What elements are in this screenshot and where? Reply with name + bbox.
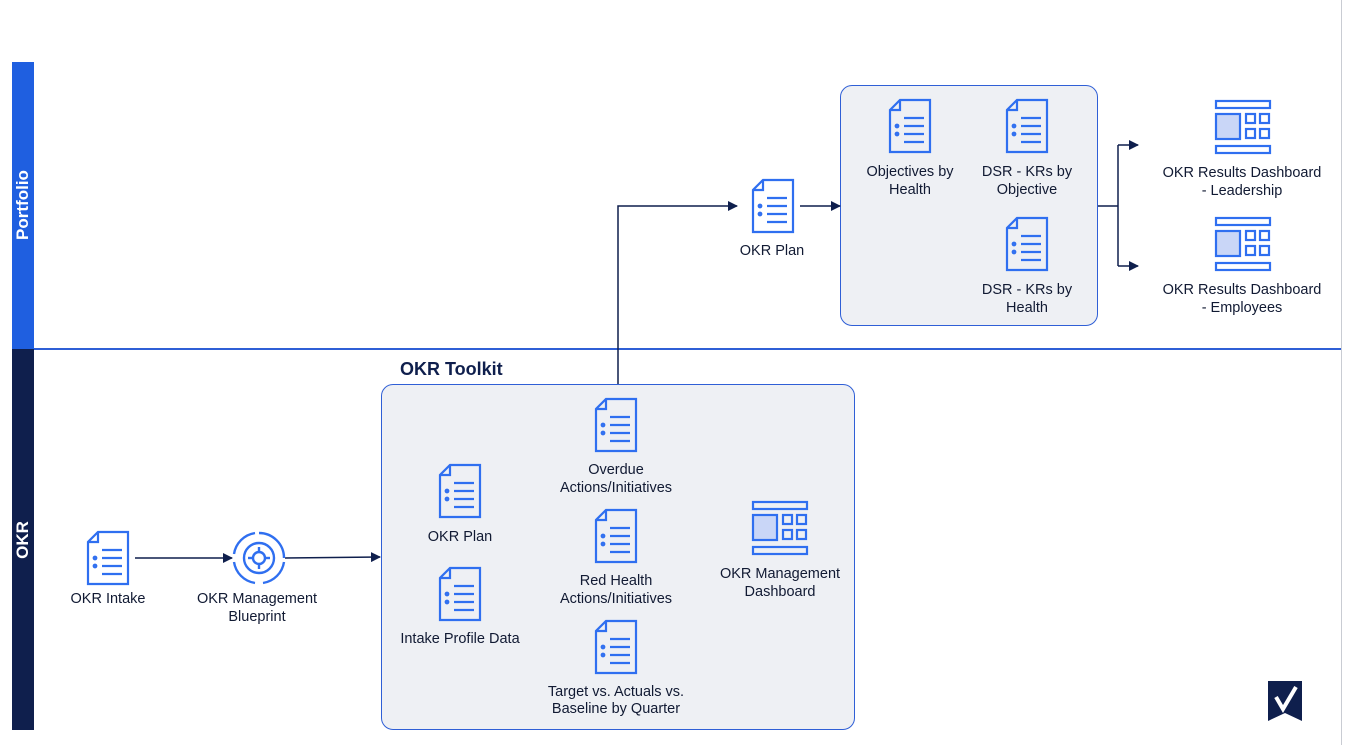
portfolio-lane-bar [12, 62, 34, 349]
sheet-icon[interactable] [886, 98, 934, 154]
dsr-health-label-2: Health [1006, 300, 1048, 316]
results-employees-label-1: OKR Results Dashboard [1162, 282, 1322, 298]
sheet-icon[interactable] [436, 566, 484, 622]
red-health-label-2: Actions/Initiatives [559, 591, 673, 607]
mgmt-dashboard-label-2: Dashboard [744, 584, 816, 600]
portfolio-reports-box [840, 85, 1098, 326]
results-leadership-label-1: OKR Results Dashboard [1162, 165, 1322, 181]
blueprint-icon[interactable] [231, 530, 287, 586]
overdue-label-2: Actions/Initiatives [559, 480, 673, 496]
dsr-obj-label-1: DSR - KRs by [981, 164, 1073, 180]
obj-health-label-1: Objectives by [866, 164, 954, 180]
dashboard-icon[interactable] [751, 500, 809, 556]
sheet-icon[interactable] [84, 530, 132, 586]
dsr-obj-label-2: Objective [996, 182, 1058, 198]
smartsheet-logo [1268, 681, 1302, 721]
sheet-icon[interactable] [749, 178, 797, 234]
sheet-icon[interactable] [592, 397, 640, 453]
mgmt-dashboard-label-1: OKR Management [719, 566, 841, 582]
sheet-icon[interactable] [592, 508, 640, 564]
right-border [1341, 0, 1342, 745]
portfolio-okr-plan-label: OKR Plan [739, 243, 805, 259]
dashboard-icon[interactable] [1214, 99, 1272, 155]
red-health-label-1: Red Health [579, 573, 653, 589]
sheet-icon[interactable] [1003, 98, 1051, 154]
okr-toolkit-title: OKR Toolkit [400, 359, 503, 379]
dashboard-icon[interactable] [1214, 216, 1272, 272]
sheet-icon[interactable] [436, 463, 484, 519]
obj-health-label-2: Health [889, 182, 931, 198]
sheet-icon[interactable] [592, 619, 640, 675]
toolkit-okr-plan-label: OKR Plan [427, 529, 493, 545]
okr-intake-label: OKR Intake [70, 591, 146, 607]
okr-lane-bar [12, 349, 34, 730]
dsr-health-label-1: DSR - KRs by [981, 282, 1073, 298]
overdue-label-1: Overdue [588, 462, 644, 478]
target-label-1: Target vs. Actuals vs. [547, 684, 685, 700]
lane-divider [34, 348, 1342, 350]
blueprint-label-2: Blueprint [228, 609, 286, 625]
intake-profile-label: Intake Profile Data [400, 631, 520, 647]
results-leadership-label-2: - Leadership [1201, 183, 1283, 199]
blueprint-label-1: OKR Management [196, 591, 318, 607]
target-label-2: Baseline by Quarter [551, 701, 681, 717]
results-employees-label-2: - Employees [1201, 300, 1283, 316]
sheet-icon[interactable] [1003, 216, 1051, 272]
